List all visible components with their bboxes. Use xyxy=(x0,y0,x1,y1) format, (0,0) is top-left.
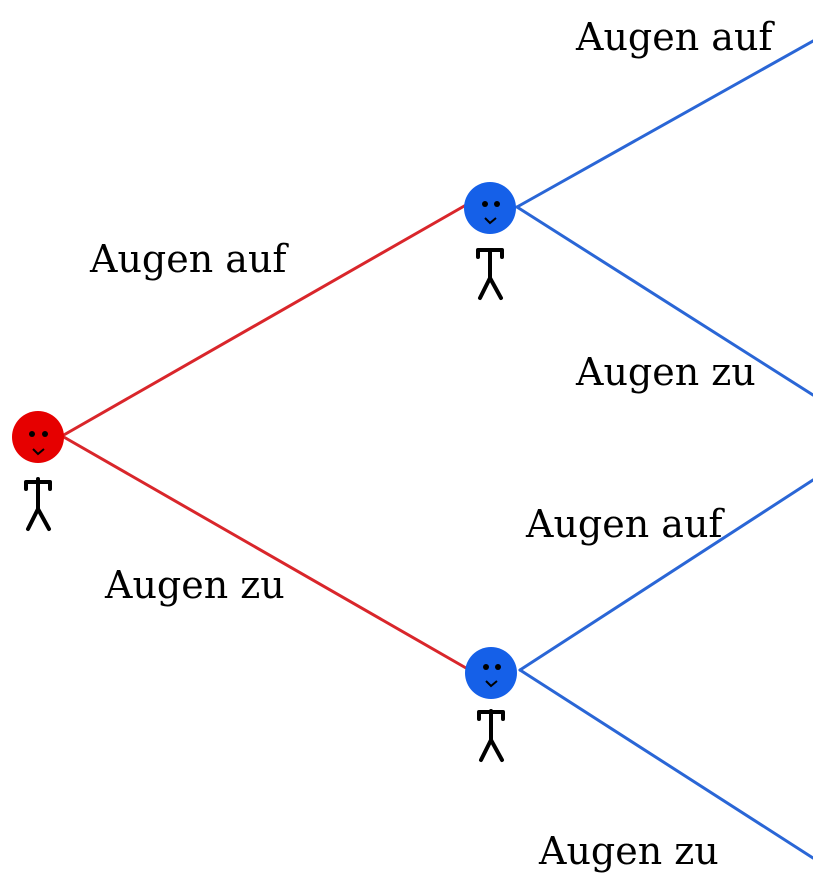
edge-root-augen-zu xyxy=(60,434,468,670)
edge-lower-augen-zu xyxy=(518,668,813,860)
lower-node-left-eye xyxy=(483,664,489,670)
lower-node-right-eye xyxy=(495,664,501,670)
root-player-figure xyxy=(12,411,64,531)
label-upper-augen-zu: Augen zu xyxy=(575,350,756,394)
root-player-mouth xyxy=(32,448,45,456)
edge-root-augen-auf xyxy=(60,203,468,438)
label-root-augen-auf: Augen auf xyxy=(89,237,289,281)
label-upper-augen-auf: Augen auf xyxy=(575,15,775,59)
upper-node-body xyxy=(476,248,504,300)
lower-node-body xyxy=(477,709,505,762)
edge-upper-augen-auf xyxy=(515,39,813,209)
upper-node-mouth xyxy=(484,217,497,225)
edge-lower-augen-auf xyxy=(518,478,813,672)
lower-node-player-figure xyxy=(465,647,517,762)
upper-node-right-eye xyxy=(494,201,500,207)
upper-node-left-eye xyxy=(482,201,488,207)
root-player-right-eye xyxy=(42,431,48,437)
edge-upper-augen-zu xyxy=(515,205,813,397)
upper-node-player-figure xyxy=(464,182,516,300)
lower-node-player-head xyxy=(465,647,517,699)
root-player-head xyxy=(12,411,64,463)
label-lower-augen-auf: Augen auf xyxy=(525,502,725,546)
root-player-body xyxy=(24,477,52,531)
label-lower-augen-zu: Augen zu xyxy=(538,829,719,873)
upper-node-player-head xyxy=(464,182,516,234)
label-root-augen-zu: Augen zu xyxy=(104,563,285,607)
root-player-left-eye xyxy=(29,431,35,437)
lower-node-mouth xyxy=(485,680,498,688)
